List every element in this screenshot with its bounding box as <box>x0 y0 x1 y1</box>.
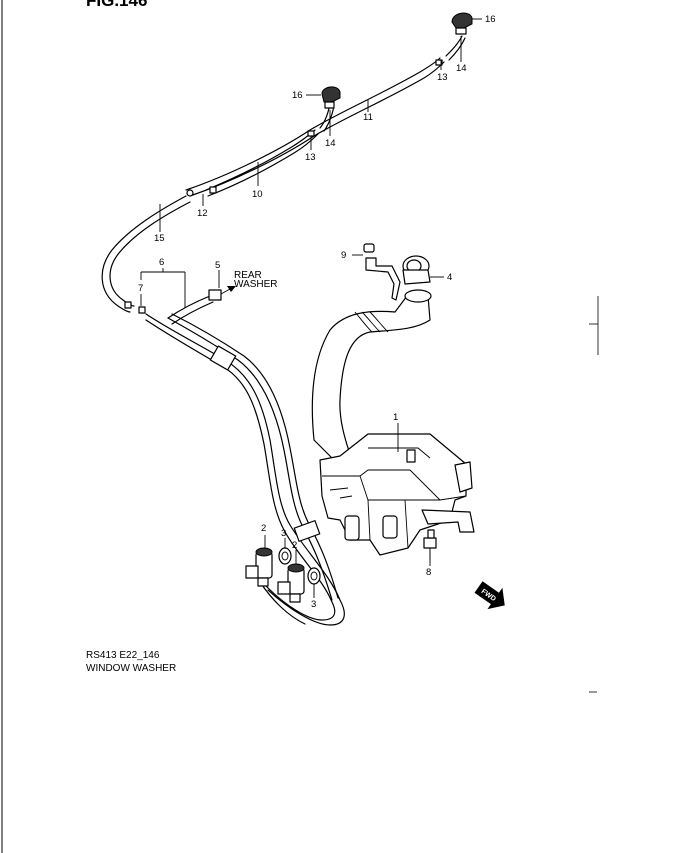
callout-16: 16 <box>485 14 496 25</box>
callout-4: 4 <box>447 272 452 283</box>
grommet-3a <box>278 547 292 565</box>
figure-code: RS413 E22_146 <box>86 650 160 661</box>
figure-caption: WINDOW WASHER <box>86 663 177 674</box>
callout-13: 13 <box>437 72 448 83</box>
callout-12: 12 <box>197 208 208 219</box>
callout-11: 11 <box>363 112 373 123</box>
connector-13a <box>435 59 443 66</box>
leader-6-7 <box>140 268 186 308</box>
connector-7b <box>138 306 146 314</box>
pump-2a <box>245 547 273 587</box>
joint-5 <box>208 289 222 301</box>
hose-10 <box>205 103 335 197</box>
callout-2: 2 <box>292 540 297 551</box>
bracket-9 <box>363 243 401 301</box>
nozzle-16-top <box>451 12 482 35</box>
rear-washer-label-line2: WASHER <box>234 279 278 290</box>
rear-washer-label-line1: REAR <box>234 270 262 281</box>
callout-8: 8 <box>426 567 431 578</box>
connector-7a <box>124 301 132 309</box>
inlet-cap-4 <box>402 255 431 285</box>
hose-11 <box>185 35 466 197</box>
callout-3: 3 <box>311 599 316 610</box>
hose-clamp-lower <box>293 520 321 542</box>
callout-5: 5 <box>215 260 220 271</box>
callout-1: 1 <box>393 412 398 423</box>
hose-15 <box>101 195 191 313</box>
fwd-arrow-icon: FWD <box>474 581 505 610</box>
callout-16: 16 <box>292 90 303 101</box>
callout-9: 9 <box>341 250 346 261</box>
washer-tank <box>311 289 475 556</box>
rear-washer-arrow-icon <box>227 286 236 292</box>
joint-12 <box>209 186 217 194</box>
callout-numbers: 16 14 13 11 16 14 13 10 12 15 9 4 6 5 7 … <box>138 14 496 610</box>
callout-7: 7 <box>138 283 143 294</box>
callout-14: 14 <box>325 138 336 149</box>
hose-clamp-upper <box>209 345 237 371</box>
callout-14: 14 <box>456 63 467 74</box>
rear-washer-joint <box>167 286 236 325</box>
nozzle-16-middle <box>306 86 341 109</box>
connector-13b <box>307 130 315 137</box>
grommet-3b <box>307 567 321 585</box>
figure-title: FIG.146 <box>86 0 148 10</box>
callout-13: 13 <box>305 152 316 163</box>
callout-10: 10 <box>252 189 263 200</box>
leader-lines <box>159 36 462 598</box>
callout-3: 3 <box>281 528 286 539</box>
callout-2: 2 <box>261 523 266 534</box>
pump-2b <box>277 563 305 603</box>
callout-15: 15 <box>154 233 165 244</box>
callout-6: 6 <box>159 257 164 268</box>
connector-12 <box>186 189 194 197</box>
